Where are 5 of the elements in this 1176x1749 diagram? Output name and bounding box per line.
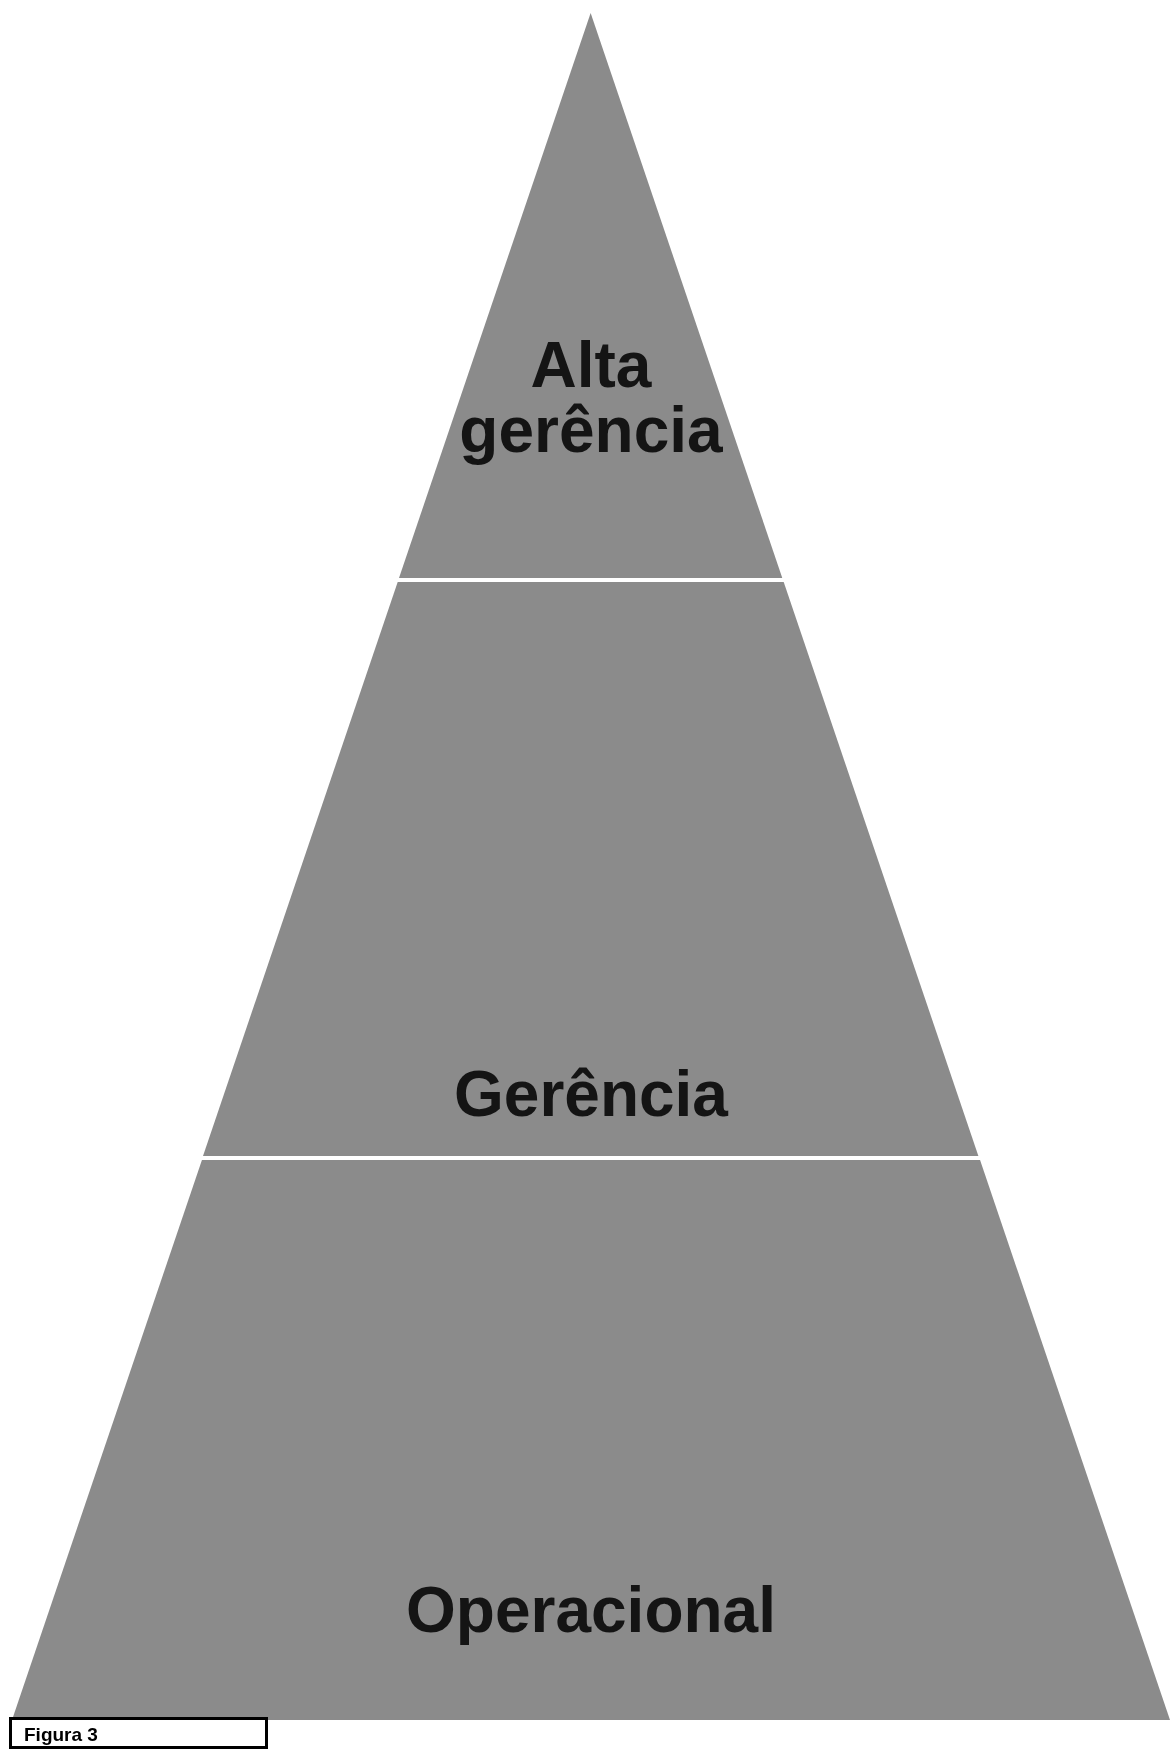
tier-label: Gerência xyxy=(453,1062,730,1128)
figure-caption: Figura 3 xyxy=(24,1724,98,1746)
tier-label: Operacional xyxy=(405,1578,777,1644)
tier-label: Alta gerência xyxy=(458,333,724,464)
caption-box xyxy=(9,1717,268,1749)
